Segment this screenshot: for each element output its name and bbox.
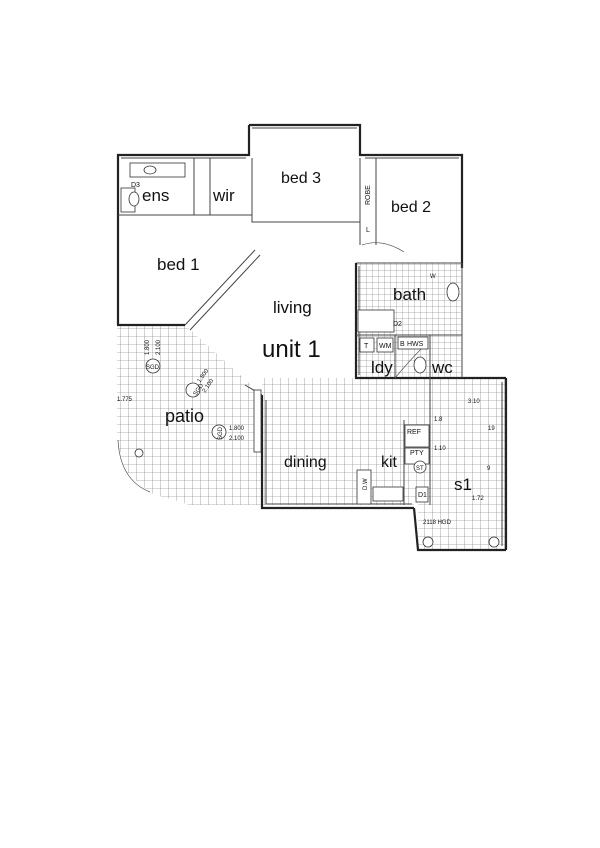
room-label-patio: patio [165, 406, 204, 426]
label-l: L [366, 227, 370, 234]
laundry-tub [359, 337, 375, 353]
washing-machine [376, 337, 394, 353]
ensuite-toilet [128, 191, 140, 207]
post-marker [134, 448, 144, 458]
room-label-ldy: ldy [371, 358, 393, 377]
stove [413, 460, 427, 474]
sgd-marker-2 [185, 382, 201, 398]
sgd1-type: SGD [146, 365, 160, 371]
fixture-labels: D3 D2 D1 T WM B HWS REF PTY D.W ST L W [131, 182, 436, 499]
label-b: B [400, 341, 405, 348]
room-label-robe: ROBE [365, 185, 372, 205]
fixtures [120, 162, 460, 505]
dim-9: 9 [487, 466, 491, 472]
interior-walls [118, 158, 463, 505]
label-ref: REF [407, 429, 421, 436]
sgd3-type: SGD [218, 426, 224, 440]
entry-cupboard [415, 486, 429, 503]
shower-tray [357, 309, 395, 333]
room-label-s1: s1 [454, 475, 472, 494]
room-label-living: living [273, 298, 312, 317]
post-marker [488, 536, 500, 548]
dim-110: 1.10 [434, 446, 446, 452]
refrigerator [404, 424, 430, 448]
label-d3: D3 [131, 182, 140, 189]
post-markers [117, 439, 500, 548]
dim-1775: 1.775 [117, 397, 133, 403]
room-label-wir: wir [212, 186, 235, 205]
wc-toilet [413, 356, 427, 374]
sliding-doors [145, 358, 262, 453]
ensuite-vanity [129, 162, 186, 178]
sgd1-height: 2.100 [156, 339, 162, 355]
room-label-bed3: bed 3 [281, 170, 321, 187]
room-label-wc: wc [431, 358, 453, 377]
dim-172: 1.72 [472, 496, 484, 502]
dim-310: 3.10 [468, 399, 480, 405]
label-d2: D2 [393, 321, 402, 328]
label-w: W [430, 274, 436, 280]
label-t: T [364, 343, 369, 350]
room-label-unit: unit 1 [262, 336, 321, 363]
sgd-marker-1 [145, 358, 161, 374]
dim-19: 19 [488, 426, 495, 432]
room-labels: ens wir bed 3 ROBE bed 2 bed 1 living un… [142, 170, 472, 494]
room-label-dining: dining [284, 454, 327, 471]
dining-sliding-door [253, 389, 262, 453]
room-label-ens: ens [142, 186, 169, 205]
dining-tiles [262, 378, 414, 505]
post-marker [422, 536, 434, 548]
room-label-bed2: bed 2 [391, 199, 431, 216]
label-dw: D.W [363, 478, 369, 490]
sgd1-width: 1.800 [145, 339, 151, 355]
sgd-marker-3 [211, 424, 227, 440]
bath-basin [446, 282, 460, 302]
room-label-bed1: bed 1 [157, 255, 200, 274]
label-d1: D1 [418, 492, 427, 499]
label-hws: HWS [407, 341, 424, 348]
label-wm: WM [379, 343, 392, 350]
kitchen-sink [372, 486, 404, 502]
label-st: ST [416, 466, 424, 472]
hgd-label: 2118 HGD [423, 520, 452, 526]
patio-curve [117, 439, 151, 493]
room-label-bath: bath [393, 285, 426, 304]
dim-18: 1.8 [434, 417, 443, 423]
label-pty: PTY [410, 450, 424, 457]
dimension-labels: 1.775 3.10 1.8 1.10 1.72 19 9 [117, 397, 495, 502]
sgd3-width: 1.800 [229, 426, 245, 432]
hot-water-system [397, 336, 429, 350]
ensuite-basin [143, 165, 157, 175]
room-label-kit: kit [381, 454, 398, 471]
dishwasher [356, 469, 372, 505]
sgd3-height: 2.100 [229, 436, 245, 442]
